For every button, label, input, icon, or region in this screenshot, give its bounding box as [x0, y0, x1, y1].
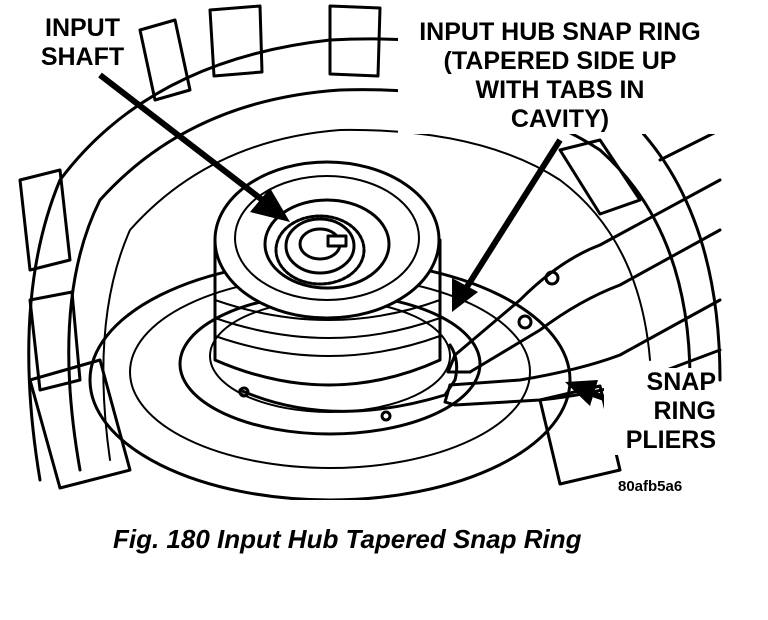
drum-tab-top: [208, 4, 264, 78]
snap-ring: [238, 343, 459, 413]
figure-caption: Fig. 180 Input Hub Tapered Snap Ring: [113, 524, 582, 554]
input-shaft-label-line: INPUT: [45, 14, 120, 42]
pliers-jaw-upper: [446, 353, 472, 374]
case-inner-rim: [67, 88, 692, 472]
hub-snap-ring-label: INPUT HUB SNAP RING (TAPERED SIDE UP WIT…: [398, 18, 722, 134]
arrowhead-input-shaft: [250, 188, 290, 222]
figure-id: 80afb5a6: [618, 478, 683, 495]
shaft-splined: [274, 214, 366, 286]
pliers-upper-handle-edge: [468, 228, 722, 374]
pliers-pivot-2: [517, 314, 533, 330]
hub-snap-ring-label-line: WITH TABS IN: [475, 76, 645, 104]
hub-top-ring-2: [234, 175, 420, 301]
leader-hub-snap-ring: [462, 138, 563, 292]
shaft-key: [326, 234, 348, 248]
hub-snap-ring-label-line: INPUT HUB SNAP RING: [419, 18, 701, 46]
hub-band-3: [214, 335, 441, 357]
pliers-lower-handle: [448, 298, 722, 387]
snap-ring-pliers-label-line: SNAP: [646, 368, 716, 396]
hub-snap-ring-label-line: CAVITY): [510, 105, 610, 133]
input-shaft-label-line: SHAFT: [40, 43, 125, 71]
snap-ring-pliers-label-line: PLIERS: [625, 426, 716, 454]
snap-ring-pliers-label: SNAP RING PLIERS: [604, 368, 716, 455]
hub-body: [213, 238, 442, 387]
hub-top-ring-3: [263, 198, 391, 290]
input-shaft-label: INPUT SHAFT: [30, 14, 135, 72]
drum-tab-right-1: [558, 138, 642, 216]
hub-band-1: [214, 299, 441, 321]
pliers-pivot-1: [544, 270, 560, 286]
arrowhead-hub-snap-ring: [452, 278, 478, 312]
drum-tab-left-1: [18, 168, 72, 272]
leader-input-shaft: [98, 72, 267, 205]
bolt-right: [380, 410, 392, 422]
snap-ring-pliers-label-line: RING: [653, 397, 717, 425]
case-inner-rim-2: [102, 128, 651, 461]
shaft-outer: [284, 217, 356, 275]
bolt-left: [238, 386, 250, 398]
hub-snap-ring-label-line: (TAPERED SIDE UP: [443, 47, 677, 75]
drum-tab-lower-left: [28, 358, 132, 490]
pliers-jaw-lower: [443, 383, 457, 407]
drum-tab-upper-1: [138, 18, 192, 102]
arrowhead-snap-ring-pliers: [565, 380, 598, 406]
pliers-upper-handle: [453, 178, 722, 357]
transmission-illustration: [18, 4, 722, 500]
drum-tab-left-2: [28, 290, 82, 392]
drum-tab-top-2: [328, 4, 382, 78]
hub-band-2: [214, 317, 441, 339]
